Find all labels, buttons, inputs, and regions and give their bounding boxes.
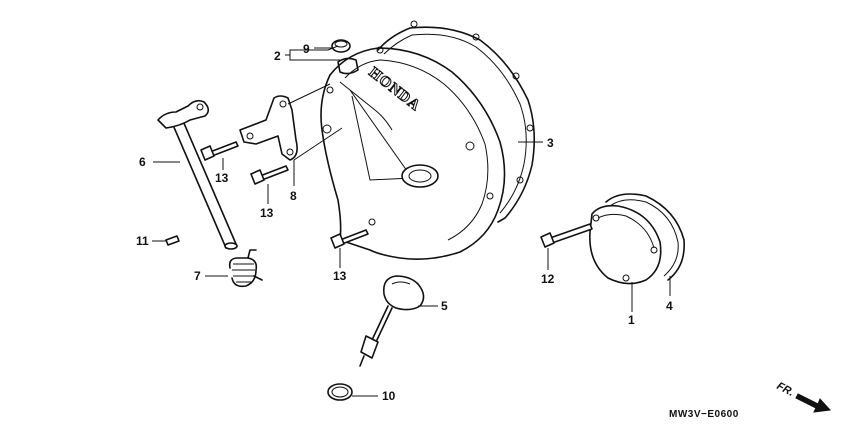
bolt-13-middle <box>250 165 289 185</box>
return-spring <box>228 249 263 288</box>
front-arrow-icon <box>795 393 832 413</box>
callout-labels: 9 2 3 6 13 8 13 11 13 7 12 5 4 1 10 <box>136 42 673 403</box>
callout-13-lower: 13 <box>333 269 347 283</box>
leader-lines <box>152 45 671 397</box>
brand-mark: HONDA <box>366 65 424 115</box>
o-ring <box>327 383 353 401</box>
callout-10: 10 <box>382 389 396 403</box>
dowel-pin <box>165 235 180 246</box>
callout-2: 2 <box>274 49 281 63</box>
cover-gasket <box>605 193 685 281</box>
callout-3: 3 <box>547 136 554 150</box>
clutch-cover <box>320 46 506 260</box>
bolt-13-lower <box>330 229 369 249</box>
callout-13-upper: 13 <box>215 171 229 185</box>
cable-bracket <box>239 95 298 161</box>
callout-1: 1 <box>628 313 635 327</box>
front-direction-indicator: FR. <box>775 380 832 413</box>
bolt-12 <box>540 223 593 248</box>
clutch-lifter-shaft <box>157 99 238 250</box>
callout-11: 11 <box>136 234 149 248</box>
bolt-13-upper <box>200 141 239 161</box>
callout-13-middle: 13 <box>260 206 274 220</box>
callout-6: 6 <box>139 155 146 169</box>
clutch-cap-cover <box>589 204 662 285</box>
cap-seal <box>331 39 351 53</box>
callout-4: 4 <box>666 299 673 313</box>
callout-8: 8 <box>290 189 297 203</box>
front-label: FR. <box>775 380 796 399</box>
callout-9: 9 <box>303 42 310 56</box>
gasket <box>377 20 536 223</box>
diagram-code: MW3V−E0600 <box>669 409 739 420</box>
callout-12: 12 <box>541 272 555 286</box>
callout-5: 5 <box>441 299 448 313</box>
oil-filler-dipstick <box>359 275 425 367</box>
callout-7: 7 <box>194 269 201 283</box>
